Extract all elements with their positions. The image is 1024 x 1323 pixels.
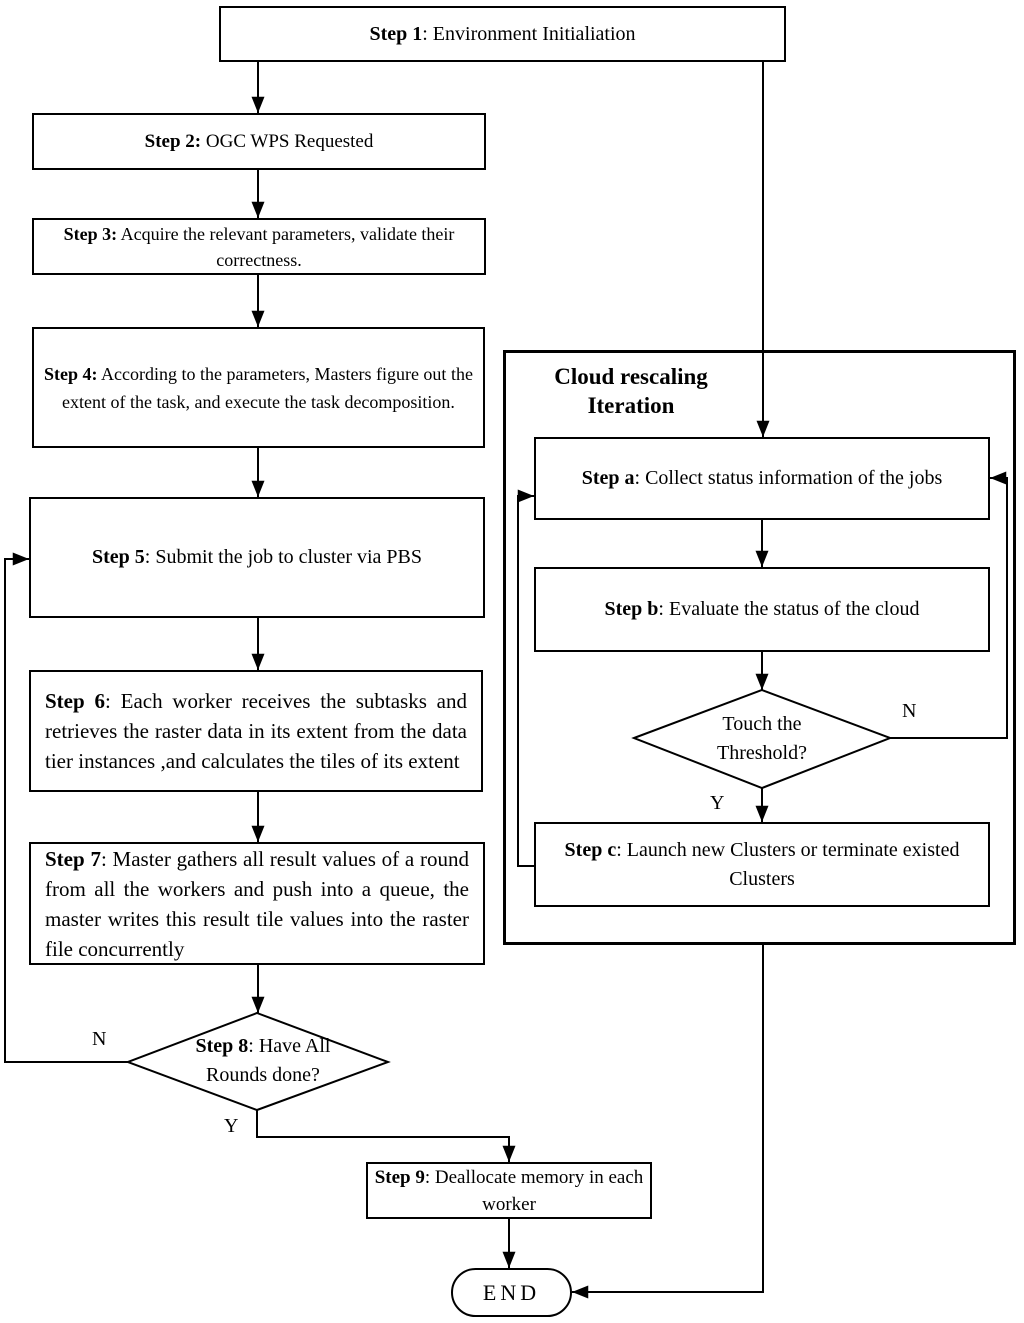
step2-box: Step 2: OGC WPS Requested: [32, 113, 486, 170]
threshold-decision-diamond: [631, 688, 893, 790]
cloud-rescaling-group-box: [503, 350, 1016, 945]
cloud-rescaling-group-title: Cloud rescaling Iteration: [554, 364, 708, 418]
threshold-yes-label: Y: [710, 792, 725, 814]
step-c-box: Step c: Launch new Clusters or terminate…: [534, 822, 990, 907]
step7-text: Step 7: Master gathers all result values…: [45, 846, 469, 961]
step1-text: Step 1: Environment Initialiation: [369, 22, 636, 45]
step6-text: Step 6: Each worker receives the subtask…: [45, 689, 467, 773]
step5-text: Step 5: Submit the job to cluster via PB…: [91, 546, 423, 568]
step9-box: Step 9: Deallocate memory in each worker: [366, 1162, 652, 1219]
step8-decision-diamond: [125, 1011, 391, 1112]
step3-text: Step 3: Acquire the relevant parameters,…: [63, 223, 455, 270]
step8-yes-label: Y: [224, 1115, 239, 1137]
step-b-box: Step b: Evaluate the status of the cloud: [534, 567, 990, 652]
step7-box: Step 7: Master gathers all result values…: [29, 842, 485, 965]
step3-box: Step 3: Acquire the relevant parameters,…: [32, 218, 486, 275]
step9-text: Step 9: Deallocate memory in each worker: [374, 1166, 644, 1215]
step4-text: Step 4: According to the parameters, Mas…: [44, 363, 473, 412]
threshold-no-label: N: [902, 700, 917, 722]
step-c-text: Step c: Launch new Clusters or terminate…: [564, 838, 960, 890]
step6-box: Step 6: Each worker receives the subtask…: [29, 670, 483, 792]
arrow-step8-step9-yes: [256, 1110, 516, 1162]
step-a-text: Step a: Collect status information of th…: [581, 467, 943, 489]
threshold-decision-text: Touch the Threshold?: [717, 713, 807, 764]
arrow-step-c-step-a-loop: [517, 489, 534, 867]
step5-box: Step 5: Submit the job to cluster via PB…: [29, 497, 485, 618]
end-terminator: END: [451, 1268, 572, 1317]
step-b-text: Step b: Evaluate the status of the cloud: [604, 598, 920, 620]
arrow-cloudbox-end: [572, 945, 764, 1299]
step8-no-label: N: [92, 1028, 107, 1050]
step1-box: Step 1: Environment Initialiation: [219, 6, 786, 62]
arrow-threshold-step-a-no-loop: [890, 471, 1008, 739]
arrow-step8-step5-no-loop: [4, 552, 130, 1063]
step-a-box: Step a: Collect status information of th…: [534, 437, 990, 520]
step4-box: Step 4: According to the parameters, Mas…: [32, 327, 485, 448]
step8-decision-text: Step 8: Have All Rounds done?: [195, 1035, 331, 1086]
step2-text: Step 2: OGC WPS Requested: [144, 131, 374, 152]
